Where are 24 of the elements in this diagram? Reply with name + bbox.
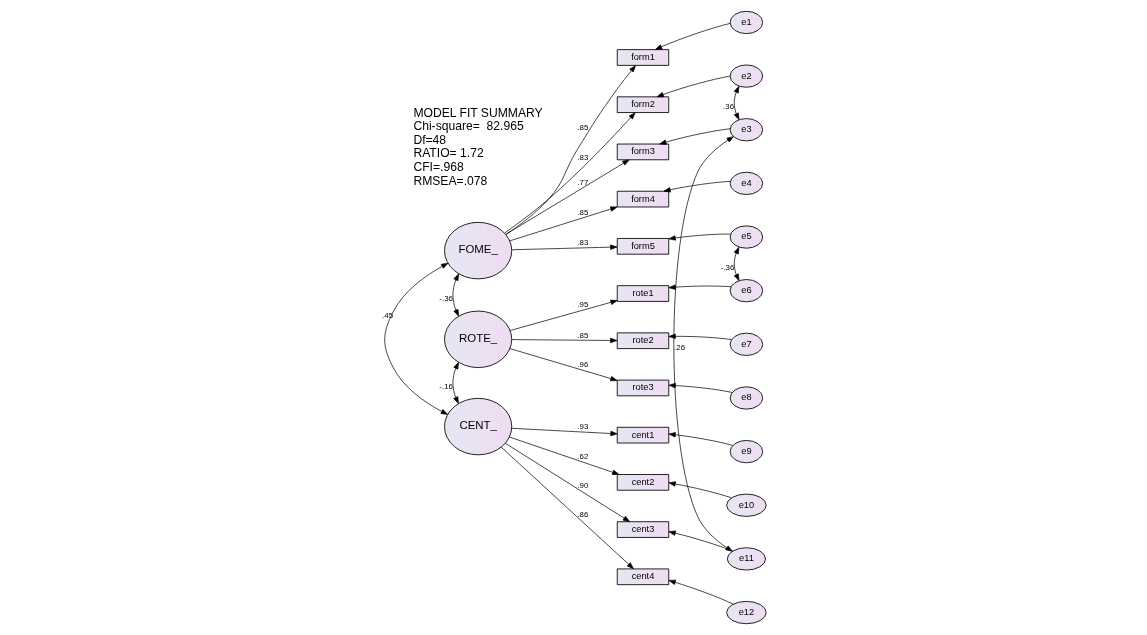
edge-label: .93 <box>576 422 588 432</box>
edge-label: .85 <box>576 330 588 340</box>
label: MODEL FIT SUMMARY <box>412 105 543 120</box>
edge-label: .83 <box>576 152 588 162</box>
label: RMSEA=.078 <box>412 173 487 188</box>
edge-label: -.36 <box>720 263 734 273</box>
edge-label: .83 <box>576 238 588 248</box>
edge-label: .85 <box>576 122 588 132</box>
edge-label: .86 <box>576 509 588 519</box>
edge-label: .77 <box>576 177 588 187</box>
edge-label: .36 <box>722 102 734 112</box>
edge-label: .45 <box>381 310 393 320</box>
edge-label: .96 <box>576 360 588 370</box>
edge-label: .62 <box>576 451 588 461</box>
edge-label: -.16 <box>438 382 453 392</box>
label: Chi-square= 82.965 <box>412 119 524 134</box>
edge-label: .26 <box>673 343 685 353</box>
edge-label: .95 <box>576 299 588 309</box>
edge-label: .85 <box>576 208 588 218</box>
edge-label: .90 <box>576 480 588 490</box>
edge-label: -.36 <box>438 294 453 304</box>
label: RATIO= 1.72 <box>412 146 484 161</box>
label: CFI=.968 <box>412 159 464 174</box>
label: Df=48 <box>412 132 446 147</box>
